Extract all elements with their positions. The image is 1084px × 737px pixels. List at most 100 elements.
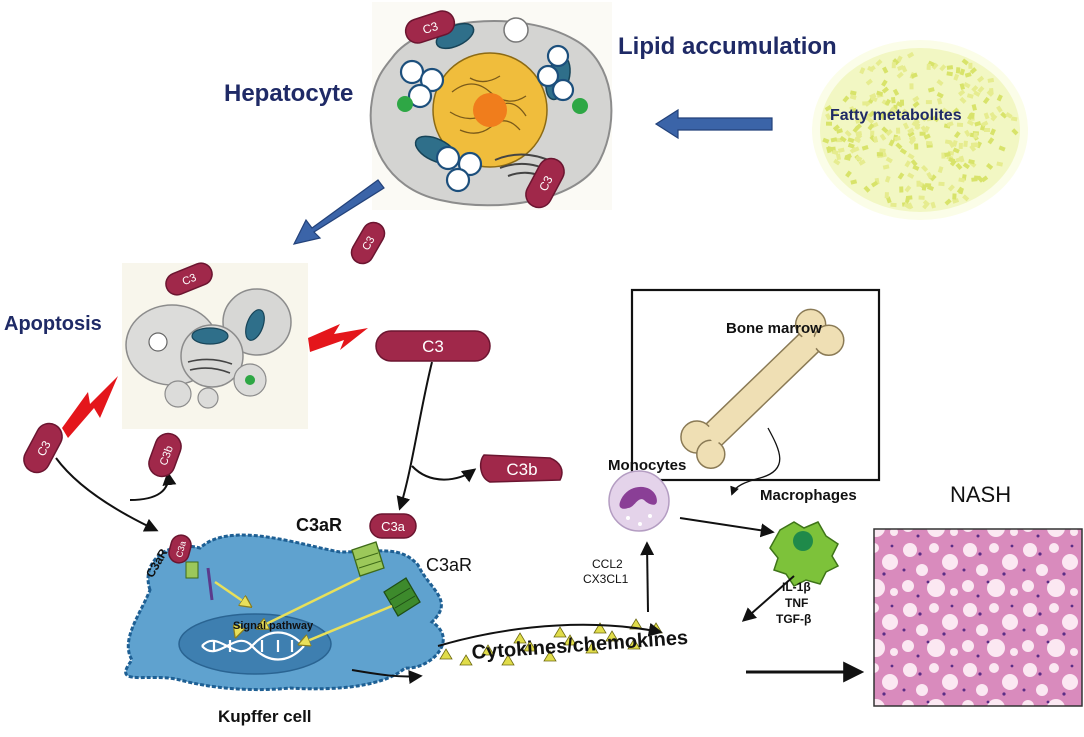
fat-particle bbox=[855, 118, 863, 124]
fat-particle bbox=[869, 93, 877, 100]
fat-particle bbox=[980, 175, 989, 183]
fat-particle bbox=[971, 85, 979, 93]
c3-protein-released: C3 bbox=[350, 221, 386, 265]
fat-particle bbox=[963, 140, 968, 147]
il1b-label: IL-1β bbox=[782, 580, 811, 594]
fat-particle bbox=[909, 83, 914, 90]
cytokine-particle bbox=[501, 654, 515, 666]
c3b-protein-left: C3b bbox=[148, 432, 182, 478]
fat-particle bbox=[879, 133, 887, 141]
fat-particle bbox=[948, 157, 956, 164]
cytokine-particle bbox=[585, 642, 599, 654]
fat-particle bbox=[964, 72, 972, 78]
fat-particle bbox=[881, 79, 888, 87]
c3-protein-left: C3 bbox=[23, 422, 63, 474]
fat-particle bbox=[1010, 116, 1018, 122]
fat-particle bbox=[865, 78, 873, 86]
fat-particle bbox=[952, 147, 960, 154]
fat-particle bbox=[918, 195, 925, 200]
fat-particle bbox=[879, 148, 886, 154]
fat-particle bbox=[987, 137, 995, 145]
cytokine-particle bbox=[459, 654, 473, 666]
fat-particle bbox=[973, 132, 978, 139]
fat-particle bbox=[923, 133, 931, 140]
fat-particle bbox=[884, 192, 889, 199]
fat-particle bbox=[946, 121, 954, 127]
c3a-protein-top: C3a bbox=[369, 513, 417, 539]
fat-particle bbox=[971, 104, 977, 111]
fat-particle bbox=[959, 68, 966, 76]
fat-particle bbox=[986, 89, 994, 97]
fat-particle bbox=[944, 151, 951, 158]
fat-particle bbox=[968, 62, 973, 69]
fat-particle bbox=[936, 92, 944, 99]
fat-particle bbox=[959, 96, 967, 104]
fat-particle bbox=[824, 105, 832, 112]
monocyte-cell bbox=[608, 470, 670, 532]
fat-particle bbox=[892, 88, 900, 96]
fat-particle bbox=[986, 162, 994, 170]
fat-particle bbox=[850, 179, 858, 185]
fat-particle bbox=[845, 170, 852, 178]
c3-protein-hepatocyte-top: C3 bbox=[404, 10, 456, 44]
fat-particle bbox=[837, 147, 845, 153]
fat-particle bbox=[996, 161, 1004, 167]
fat-particle bbox=[929, 174, 937, 182]
fat-particle bbox=[969, 112, 975, 120]
fat-particle bbox=[833, 158, 841, 166]
nash-label: NASH bbox=[950, 482, 1012, 507]
fat-particle bbox=[881, 86, 889, 94]
fat-particle bbox=[881, 126, 889, 134]
fat-particle bbox=[827, 146, 834, 152]
fat-particle bbox=[923, 125, 930, 133]
fat-particle bbox=[968, 159, 975, 165]
fat-particle bbox=[912, 164, 920, 171]
c3a-label: C3a bbox=[174, 540, 188, 559]
fat-particle bbox=[858, 159, 866, 166]
kupffer-cell-label: Kupffer cell bbox=[218, 707, 312, 726]
fat-particle bbox=[953, 73, 960, 81]
fat-particle bbox=[926, 116, 934, 122]
fat-particle bbox=[896, 71, 904, 79]
c3a-receptor-right bbox=[383, 577, 421, 617]
c3-label: C3 bbox=[422, 337, 444, 356]
fat-particle bbox=[868, 110, 876, 118]
fat-particle bbox=[937, 166, 944, 174]
macrophage-cell bbox=[769, 521, 840, 587]
fat-particle bbox=[982, 96, 990, 105]
fat-particle bbox=[863, 185, 871, 193]
fat-particle bbox=[896, 101, 904, 108]
fat-particle bbox=[956, 122, 964, 127]
fat-particle bbox=[870, 180, 879, 188]
fat-particle bbox=[885, 156, 893, 164]
fat-particle bbox=[870, 130, 875, 137]
fat-particle bbox=[956, 186, 964, 194]
fat-particle bbox=[955, 162, 963, 170]
fat-particle bbox=[914, 143, 919, 150]
fat-particle bbox=[831, 110, 837, 118]
fat-particle bbox=[897, 172, 905, 180]
fatty-metabolites-label: Fatty metabolites bbox=[830, 107, 962, 124]
fat-particle bbox=[902, 122, 910, 130]
nash-histology-image bbox=[873, 528, 1083, 707]
fat-particle bbox=[891, 62, 896, 69]
fat-particle bbox=[989, 128, 996, 136]
fat-particle bbox=[983, 112, 990, 120]
fat-particle bbox=[836, 128, 843, 134]
fat-particle bbox=[912, 101, 920, 108]
fat-particle bbox=[861, 145, 869, 151]
fat-particle bbox=[952, 139, 958, 147]
fat-particle bbox=[1011, 128, 1019, 136]
cytokine-particle bbox=[553, 626, 567, 638]
fat-particle bbox=[944, 198, 952, 206]
kupffer-cell bbox=[124, 533, 445, 692]
fat-particle bbox=[875, 59, 883, 67]
fat-particle bbox=[892, 58, 900, 66]
fat-particle bbox=[953, 131, 961, 139]
cytokine-particle bbox=[543, 650, 557, 662]
signal-pathway-label: Signal pathway bbox=[233, 620, 314, 632]
lightning-bolt-left bbox=[62, 376, 118, 438]
apoptotic-cell bbox=[122, 263, 308, 429]
fat-particle bbox=[907, 153, 915, 160]
fat-particle bbox=[897, 64, 905, 71]
